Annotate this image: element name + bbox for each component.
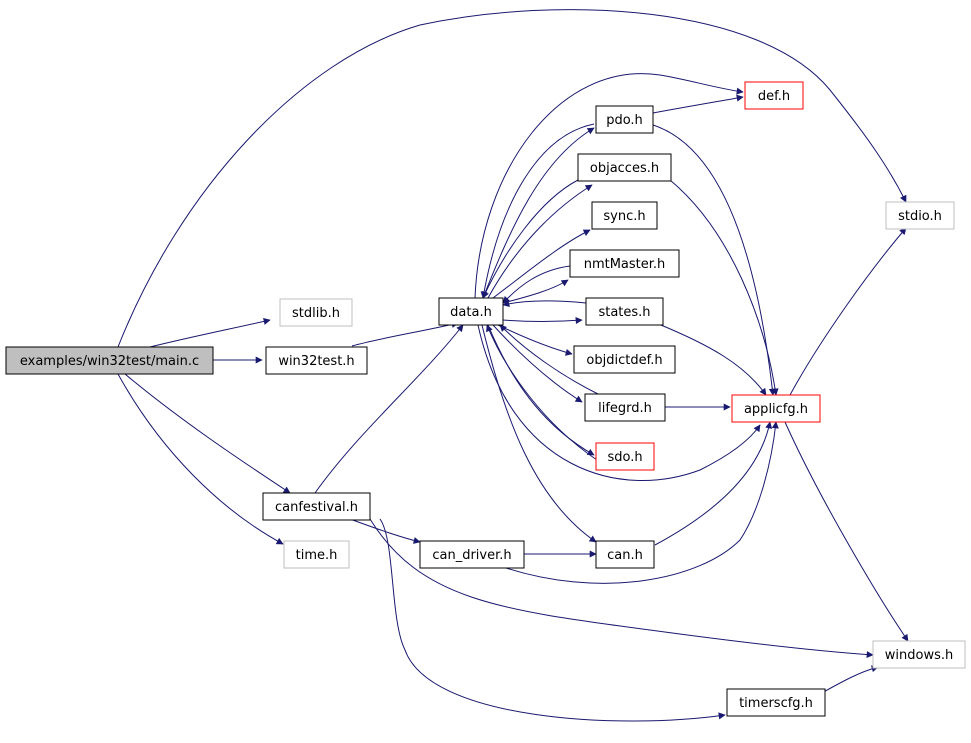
node-stdlib[interactable]: stdlib.h: [279, 298, 353, 327]
node-label: stdlib.h: [292, 306, 340, 321]
edge-data-lifegrd: [492, 324, 583, 403]
edge-nmtMaster-data: [502, 265, 571, 304]
node-label: windows.h: [885, 648, 953, 663]
edges: [117, 9, 909, 722]
edge-main-canfestival: [124, 373, 291, 494]
node-label: sdo.h: [607, 450, 642, 465]
node-main[interactable]: examples/win32test/main.c: [5, 346, 214, 375]
node-label: canfestival.h: [275, 500, 358, 515]
node-applicfg[interactable]: applicfg.h: [731, 394, 821, 423]
edge-states-data: [502, 300, 587, 308]
node-win32test[interactable]: win32test.h: [265, 346, 368, 375]
edge-can-applicfg: [654, 421, 773, 546]
edge-main-stdio: [117, 9, 907, 348]
node-label: def.h: [758, 89, 790, 104]
edge-can_driver-applicfg: [499, 421, 779, 584]
edge-timerscfg-windows: [819, 665, 879, 695]
edge-lifegrd-data: [499, 324, 599, 395]
node-label: lifegrd.h: [598, 401, 652, 416]
edge-states-applicfg: [655, 322, 767, 396]
edge-data-nmtMaster: [502, 279, 569, 304]
edge-data-applicfg: [477, 324, 761, 481]
edge-data-objacces: [487, 184, 593, 299]
node-label: can.h: [607, 548, 643, 563]
node-label: states.h: [598, 305, 650, 320]
edge-data-objdictdef: [497, 324, 573, 356]
node-objdictdef[interactable]: objdictdef.h: [573, 345, 676, 374]
edge-sdo-data: [486, 324, 598, 461]
edge-pdo-def: [652, 94, 744, 114]
node-states[interactable]: states.h: [585, 297, 664, 326]
node-nmtMaster[interactable]: nmtMaster.h: [569, 249, 680, 278]
node-label: stdio.h: [898, 209, 942, 224]
nodes: examples/win32test/main.c stdlib.h win32…: [5, 81, 966, 717]
node-timerscfg[interactable]: timerscfg.h: [726, 688, 826, 717]
edge-main-stdlib: [149, 317, 271, 348]
node-windows[interactable]: windows.h: [872, 640, 966, 669]
node-data[interactable]: data.h: [438, 297, 504, 326]
edge-data-pdo: [482, 127, 595, 299]
node-label: pdo.h: [606, 113, 643, 128]
edge-canfestival-data: [314, 324, 464, 494]
edge-data-states: [502, 316, 583, 324]
edge-data-def: [474, 73, 744, 299]
edge-win32test-data: [351, 321, 459, 347]
node-sync[interactable]: sync.h: [591, 201, 658, 230]
node-time[interactable]: time.h: [283, 540, 350, 569]
node-label: timerscfg.h: [739, 696, 813, 711]
node-objacces[interactable]: objacces.h: [577, 153, 672, 182]
edge-objacces-data: [482, 179, 579, 299]
edge-canfestival-can_driver: [349, 518, 421, 544]
edge-canfestival-windows: [369, 518, 874, 659]
node-label: time.h: [296, 548, 338, 563]
edge-applicfg-stdio: [789, 227, 907, 396]
edge-canfestival-timerscfg: [379, 518, 726, 722]
node-sdo[interactable]: sdo.h: [595, 442, 655, 471]
node-label: can_driver.h: [432, 548, 511, 563]
edge-data-sync: [492, 229, 591, 299]
node-lifegrd[interactable]: lifegrd.h: [584, 393, 666, 422]
edge-main-time: [117, 373, 284, 545]
node-stdio[interactable]: stdio.h: [885, 201, 955, 230]
node-def[interactable]: def.h: [744, 81, 804, 110]
node-label: applicfg.h: [744, 402, 808, 417]
edge-data-can: [481, 324, 597, 543]
edge-applicfg-windows: [784, 421, 909, 642]
node-label: objdictdef.h: [586, 353, 662, 368]
node-canfestival[interactable]: canfestival.h: [262, 492, 371, 521]
node-can_driver[interactable]: can_driver.h: [419, 540, 525, 569]
edge-data-sdo: [487, 324, 595, 456]
node-label: examples/win32test/main.c: [20, 354, 199, 369]
node-can[interactable]: can.h: [595, 540, 655, 569]
node-label: objacces.h: [590, 161, 659, 176]
edge-pdo-data: [480, 123, 595, 299]
node-label: data.h: [450, 305, 492, 320]
node-label: nmtMaster.h: [584, 257, 666, 272]
node-pdo[interactable]: pdo.h: [595, 105, 654, 134]
node-label: sync.h: [603, 209, 645, 224]
edge-objacces-applicfg: [669, 179, 779, 396]
node-label: win32test.h: [278, 354, 354, 369]
